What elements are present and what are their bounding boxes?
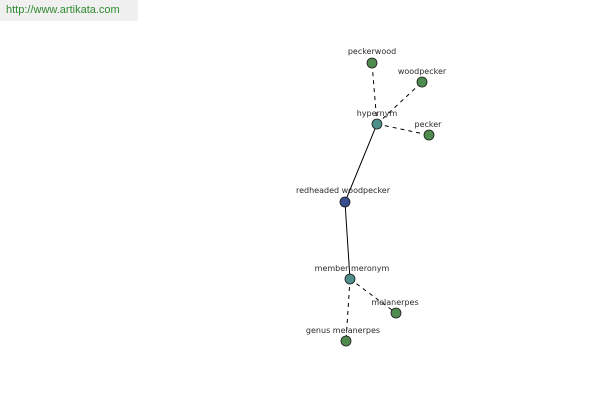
node-label-pecker[interactable]: pecker (415, 120, 443, 129)
node-label-genus-melanerpes[interactable]: genus melanerpes (306, 326, 380, 335)
node-peckerwood[interactable] (366, 57, 378, 69)
edge-hypernym-peckerwood (371, 62, 378, 125)
node-label-center[interactable]: redheaded woodpecker (296, 186, 391, 195)
edge-hypernym-pecker (376, 123, 430, 136)
node-hypernym[interactable] (371, 118, 383, 130)
edges-layer (344, 62, 430, 342)
edge-center-member-meronym (344, 201, 351, 280)
node-label-peckerwood[interactable]: peckerwood (348, 47, 396, 56)
edge-center-hypernym (344, 123, 378, 203)
url-banner: http://www.artikata.com (0, 0, 138, 21)
node-label-woodpecker[interactable]: woodpecker (398, 67, 447, 76)
node-pecker[interactable] (423, 129, 435, 141)
node-melanerpes[interactable] (390, 307, 402, 319)
node-label-melanerpes[interactable]: melanerpes (371, 298, 418, 307)
node-member-meronym[interactable] (344, 273, 356, 285)
edge-hypernym-woodpecker (376, 81, 423, 125)
url-link[interactable]: http://www.artikata.com (6, 4, 120, 16)
nodes-layer: redheaded woodpecker hypernym peckerwood wo… (296, 47, 447, 347)
node-center[interactable] (339, 196, 351, 208)
node-label-hypernym[interactable]: hypernym (357, 109, 398, 118)
edge-member-meronym-genus-melanerpes (345, 278, 351, 342)
node-label-member-meronym[interactable]: member meronym (315, 264, 390, 273)
node-genus-melanerpes[interactable] (340, 335, 352, 347)
node-woodpecker[interactable] (416, 76, 428, 88)
edge-member-meronym-melanerpes (349, 278, 397, 314)
